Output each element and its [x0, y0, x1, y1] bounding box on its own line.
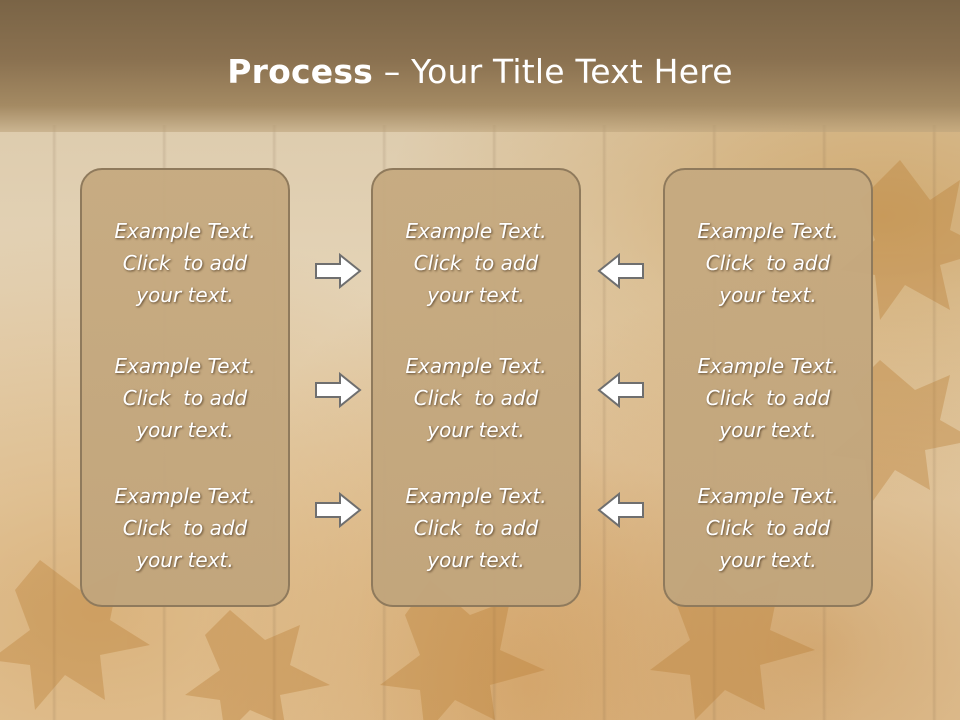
process-panel-center[interactable]: Example Text. Click to add your text. Ex… — [371, 168, 581, 607]
text-line: your text. — [136, 418, 234, 442]
arrow-right-icon[interactable] — [314, 251, 362, 291]
title-regular-text: – Your Title Text Here — [373, 52, 733, 91]
text-placeholder[interactable]: Example Text. Click to add your text. — [665, 215, 871, 311]
text-line: Click to add — [413, 516, 539, 540]
text-placeholder[interactable]: Example Text. Click to add your text. — [373, 480, 579, 576]
text-line: Example Text. — [405, 219, 547, 243]
text-line: your text. — [427, 283, 525, 307]
arrow-left-icon[interactable] — [597, 251, 645, 291]
process-panel-right[interactable]: Example Text. Click to add your text. Ex… — [663, 168, 873, 607]
text-line: your text. — [719, 548, 817, 572]
text-line: Click to add — [413, 386, 539, 410]
text-placeholder[interactable]: Example Text. Click to add your text. — [82, 480, 288, 576]
arrow-right-icon[interactable] — [314, 370, 362, 410]
text-line: your text. — [136, 548, 234, 572]
text-placeholder[interactable]: Example Text. Click to add your text. — [82, 215, 288, 311]
text-line: Example Text. — [405, 484, 547, 508]
arrow-right-icon[interactable] — [314, 490, 362, 530]
text-line: your text. — [427, 548, 525, 572]
text-line: Click to add — [122, 251, 248, 275]
title-bold-text: Process — [227, 52, 374, 91]
text-line: Example Text. — [697, 354, 839, 378]
process-panel-left[interactable]: Example Text. Click to add your text. Ex… — [80, 168, 290, 607]
text-line: Click to add — [705, 251, 831, 275]
text-line: Example Text. — [114, 484, 256, 508]
title-bar — [0, 0, 960, 132]
arrow-left-icon[interactable] — [597, 490, 645, 530]
text-line: your text. — [719, 283, 817, 307]
text-line: Click to add — [705, 386, 831, 410]
text-line: Example Text. — [697, 219, 839, 243]
text-line: Example Text. — [697, 484, 839, 508]
text-line: Example Text. — [114, 219, 256, 243]
text-placeholder[interactable]: Example Text. Click to add your text. — [82, 350, 288, 446]
text-line: your text. — [719, 418, 817, 442]
text-line: Click to add — [413, 251, 539, 275]
text-placeholder[interactable]: Example Text. Click to add your text. — [665, 350, 871, 446]
text-placeholder[interactable]: Example Text. Click to add your text. — [373, 215, 579, 311]
text-placeholder[interactable]: Example Text. Click to add your text. — [373, 350, 579, 446]
slide-title[interactable]: Process – Your Title Text Here — [0, 52, 960, 91]
text-line: Click to add — [122, 516, 248, 540]
text-line: your text. — [136, 283, 234, 307]
text-line: Click to add — [122, 386, 248, 410]
text-line: your text. — [427, 418, 525, 442]
arrow-left-icon[interactable] — [597, 370, 645, 410]
text-line: Example Text. — [114, 354, 256, 378]
text-line: Example Text. — [405, 354, 547, 378]
text-line: Click to add — [705, 516, 831, 540]
text-placeholder[interactable]: Example Text. Click to add your text. — [665, 480, 871, 576]
